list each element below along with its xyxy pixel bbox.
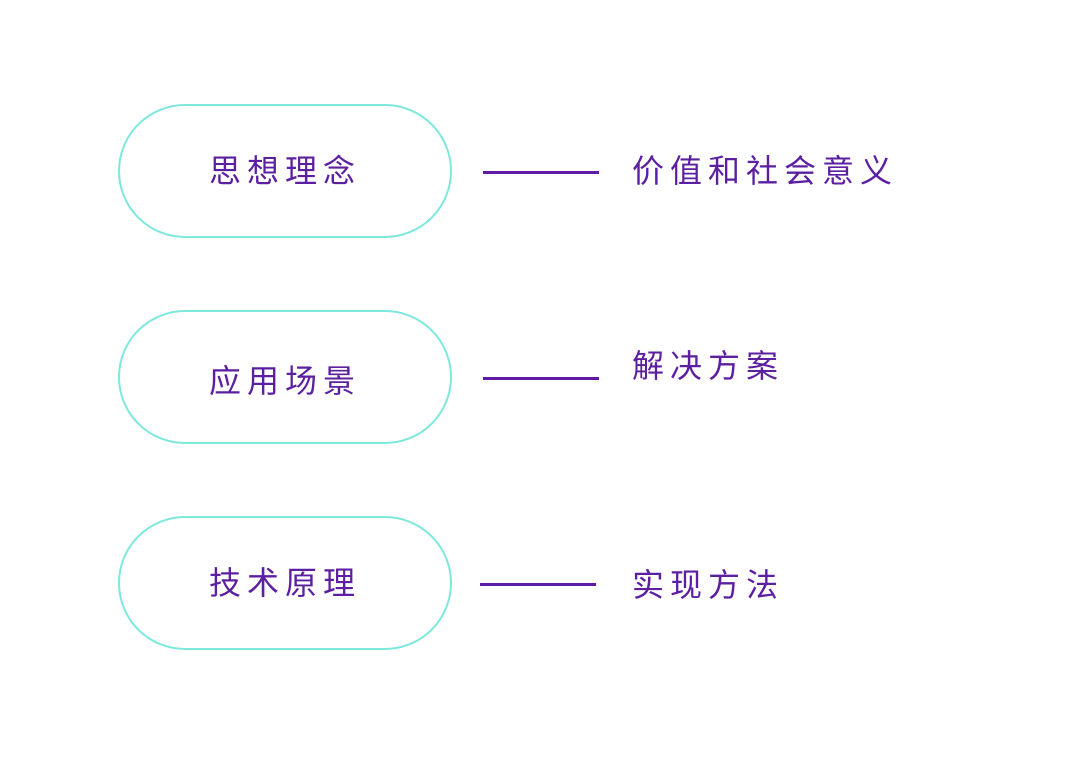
diagram-row: 思想理念 价值和社会意义 bbox=[0, 104, 1080, 244]
connector-line bbox=[483, 377, 599, 380]
result-label: 实现方法 bbox=[632, 566, 785, 604]
diagram-row: 应用场景 解决方案 bbox=[0, 310, 1080, 450]
result-label: 价值和社会意义 bbox=[632, 152, 899, 190]
concept-pill: 思想理念 bbox=[118, 104, 452, 238]
result-label: 解决方案 bbox=[632, 347, 785, 385]
connector-line bbox=[480, 583, 596, 586]
diagram-row: 技术原理 实现方法 bbox=[0, 516, 1080, 656]
concept-pill: 应用场景 bbox=[118, 310, 452, 444]
connector-line bbox=[483, 171, 599, 174]
concept-label: 思想理念 bbox=[208, 152, 361, 190]
concept-pill: 技术原理 bbox=[118, 516, 452, 650]
concept-label: 技术原理 bbox=[208, 564, 361, 602]
concept-label: 应用场景 bbox=[208, 362, 361, 400]
